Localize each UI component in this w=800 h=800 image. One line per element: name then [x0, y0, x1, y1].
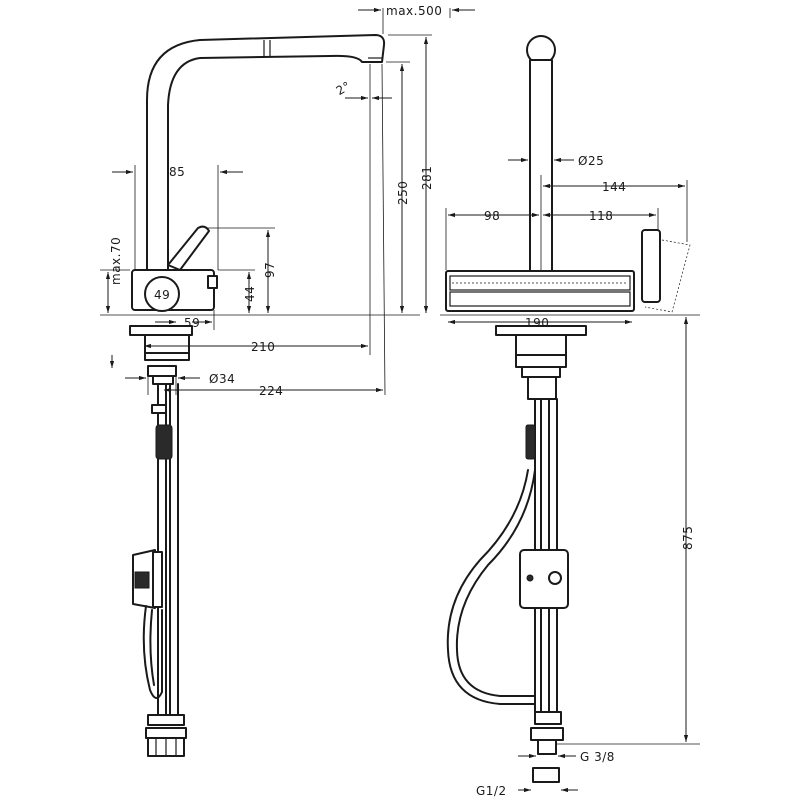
label-144: 144: [602, 180, 626, 194]
label-angle: 2°: [334, 79, 354, 98]
front-base-cover: [445, 270, 635, 312]
label-max-500: max.500: [386, 4, 442, 18]
label-97: 97: [263, 262, 277, 278]
label-dia-25: Ø25: [578, 154, 604, 168]
label-49: 49: [154, 288, 170, 302]
label-281: 281: [420, 166, 434, 190]
label-dia-34: Ø34: [209, 372, 235, 386]
label-250: 250: [396, 181, 410, 205]
label-44: 44: [243, 286, 257, 302]
dimension-labels: max.500 2° 250 281 85 max.70 97 44 49 59…: [109, 4, 695, 798]
label-118: 118: [589, 209, 613, 223]
side-hose-connector: [155, 424, 173, 460]
label-98: 98: [484, 209, 500, 223]
label-59: 59: [184, 316, 200, 330]
label-224: 224: [259, 384, 283, 398]
label-g-3-8: G 3/8: [580, 750, 615, 764]
front-hose-weight: [519, 549, 569, 609]
side-spout: [146, 34, 386, 273]
dimension-lines: [100, 7, 700, 793]
label-875: 875: [681, 526, 695, 550]
side-lever: [167, 225, 210, 271]
side-handle-circle: [144, 276, 180, 312]
label-g-1-2: G1/2: [476, 784, 507, 798]
label-190: 190: [525, 316, 549, 330]
label-max-70: max.70: [109, 237, 123, 285]
label-210: 210: [251, 340, 275, 354]
front-side-lever: [641, 229, 661, 303]
side-view: [129, 34, 386, 757]
label-85: 85: [169, 165, 185, 179]
side-base-plate: [129, 325, 193, 336]
front-view: [445, 35, 691, 783]
